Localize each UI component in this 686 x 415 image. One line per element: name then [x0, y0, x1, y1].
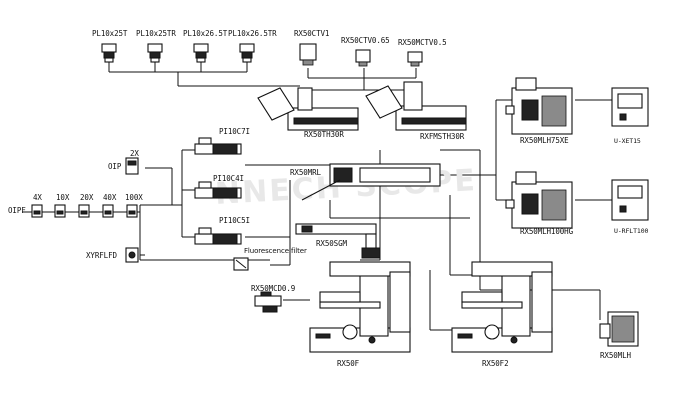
- mcd-label: RX50MCD0.9: [251, 284, 296, 293]
- eyepiece-label-3: PL10x26.5T: [183, 29, 228, 38]
- oip-label: OIP: [108, 162, 122, 171]
- tube-label-1: RX50TH30R: [304, 130, 344, 139]
- objective-label-100x: 100X: [125, 193, 143, 202]
- eyepiece-label-1: PL10x25T: [92, 29, 128, 38]
- fluorescence-label-1: PI10C7I: [219, 127, 250, 136]
- oipf-label: OIPF: [8, 206, 26, 215]
- stage-label: RX50SGM: [316, 239, 347, 248]
- adapter-label-2: RX50CTV0.65: [341, 36, 390, 45]
- fluorescence-label-2: PI10C4I: [213, 174, 244, 183]
- eyepiece-label-2: PL10x25TR: [136, 29, 176, 38]
- objective-label-4x: 4X: [33, 193, 42, 202]
- tube-label-2: RXFMSTH30R: [420, 132, 465, 141]
- xyrflfd-label: XYRFLFD: [86, 251, 117, 260]
- body-label-1: RX50F: [337, 359, 360, 368]
- power-supply-label-2: U-RFLT100: [614, 227, 649, 235]
- eyepiece-label-4: PL10x26.5TR: [228, 29, 277, 38]
- adapter-label-3: RX50MCTV0.5: [398, 38, 447, 47]
- lamphouse-label-1: RX50MLH75XE: [520, 136, 569, 145]
- adapter-label-1: RX50CTV1: [294, 29, 330, 38]
- fluorescence-filter-label: Fluorescence filter: [244, 247, 307, 255]
- objective-label-40x: 40X: [103, 193, 117, 202]
- eyepiece-bus: [108, 62, 300, 87]
- lamphouse-label-2: RX50MLH100HG: [520, 227, 573, 236]
- illuminator-label: RX50MRL: [290, 168, 321, 177]
- halogen-label: RX50MLH: [600, 351, 631, 360]
- objective-label-10x: 10X: [56, 193, 70, 202]
- objective-label-20x: 20X: [80, 193, 94, 202]
- adapter-bus: [300, 68, 420, 91]
- lamphouse-connectors: [440, 99, 612, 320]
- power-supply-label-1: U-XET15: [614, 137, 641, 145]
- oip-mag-label: 2X: [130, 149, 139, 158]
- fluorescence-label-3: PI10C5I: [219, 216, 250, 225]
- body-label-2: RX50F2: [482, 359, 509, 368]
